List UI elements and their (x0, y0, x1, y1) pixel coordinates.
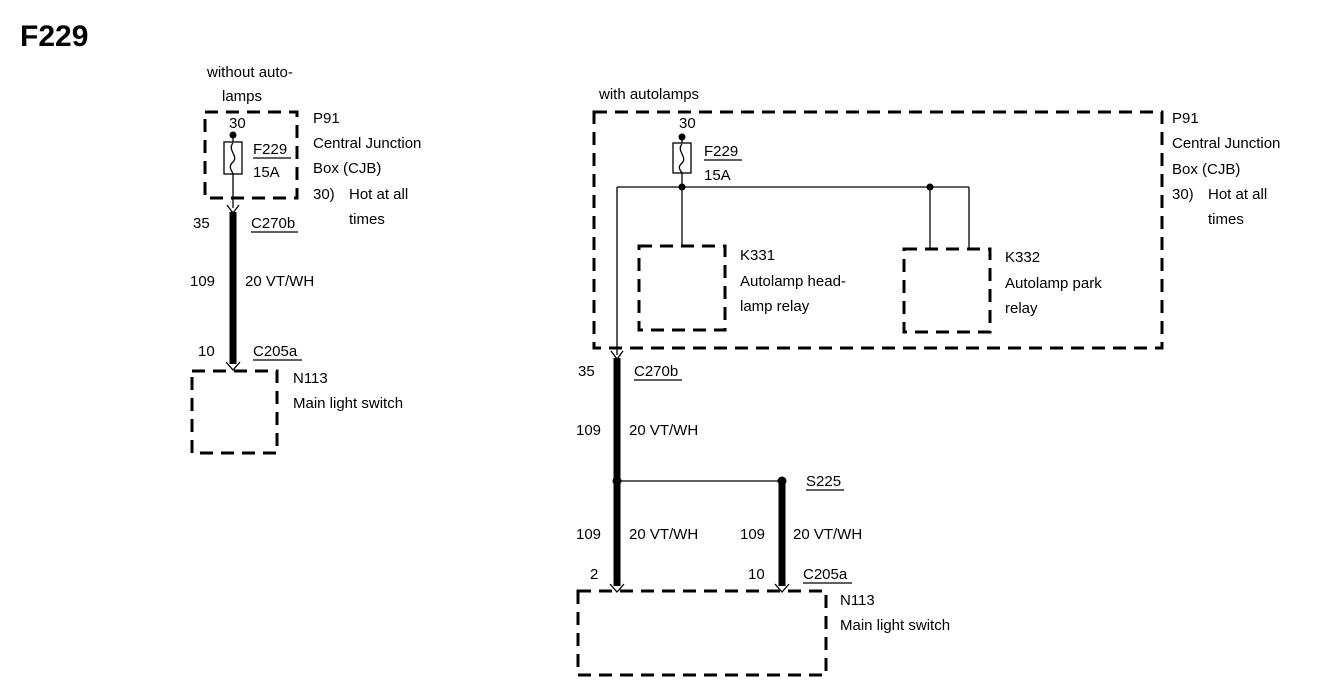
right-fuse-element-icon (678, 143, 685, 174)
right-branch2-wire: 20 VT/WH (793, 526, 862, 543)
left-c205a-connector-icon (225, 361, 241, 371)
left-circuit-wire: 20 VT/WH (245, 273, 314, 290)
right-cjb-id: P91 (1172, 110, 1199, 127)
left-circuit-num: 109 (190, 273, 215, 290)
right-fuse-pin: 30 (679, 115, 696, 132)
left-fuse-rating: 15A (253, 164, 280, 181)
page-title: F229 (20, 20, 88, 53)
right-circuit-num: 109 (576, 422, 601, 439)
left-fuse-body (223, 141, 243, 175)
right-fuse-name: F229 (704, 143, 738, 160)
left-cjb-note-line2: times (349, 211, 385, 228)
k332-line2: relay (1005, 300, 1038, 317)
right-c205a-pin-a: 2 (590, 566, 598, 583)
left-variant-label-line1: without auto- (206, 64, 293, 81)
left-cjb-line2: Box (CJB) (313, 160, 381, 177)
right-branch1-num: 109 (576, 526, 601, 543)
left-c270b-name: C270b (251, 215, 295, 232)
right-cjb-note-pin: 30) (1172, 186, 1194, 203)
left-cjb-line1: Central Junction (313, 135, 421, 152)
left-cjb-note-pin: 30) (313, 186, 335, 203)
right-fuse-body (672, 142, 692, 174)
left-fuse-pin: 30 (229, 115, 246, 132)
right-c205a-connector-icon-a (609, 583, 625, 593)
left-switch-name: Main light switch (293, 395, 403, 412)
left-cjb-note-line1: Hot at all (349, 186, 408, 203)
left-circuit-without-autolamps: without auto- lamps 30 F229 15A P91 Cent… (190, 64, 421, 455)
left-fuse-element-icon (229, 142, 236, 175)
right-variant-label: with autolamps (598, 86, 699, 103)
left-c270b-pin: 35 (193, 215, 210, 232)
right-branch2-num: 109 (740, 526, 765, 543)
right-cjb-line1: Central Junction (1172, 135, 1280, 152)
right-c205a-pin-b: 10 (748, 566, 765, 583)
left-cjb-box (203, 110, 299, 200)
right-circuit-with-autolamps: with autolamps 30 F229 15A K331 Autolamp… (576, 86, 1280, 677)
right-cjb-note-line1: Hot at all (1208, 186, 1267, 203)
right-cjb-box (592, 110, 1164, 350)
left-switch-id: N113 (293, 370, 328, 387)
left-c205a-name: C205a (253, 343, 298, 360)
k332-relay-box (902, 247, 992, 334)
left-c205a-pin: 10 (198, 343, 215, 360)
k331-line1: Autolamp head- (740, 273, 846, 290)
k332-line1: Autolamp park (1005, 275, 1102, 292)
right-c270b-pin: 35 (578, 363, 595, 380)
right-c205a-name: C205a (803, 566, 848, 583)
k332-id: K332 (1005, 249, 1040, 266)
right-cjb-note-line2: times (1208, 211, 1244, 228)
left-variant-label-line2: lamps (222, 88, 262, 105)
right-fuse-rating: 15A (704, 167, 731, 184)
right-cjb-line2: Box (CJB) (1172, 161, 1240, 178)
k331-id: K331 (740, 247, 775, 264)
right-switch-id: N113 (840, 592, 875, 609)
left-main-light-switch-box (190, 369, 279, 455)
right-c270b-name: C270b (634, 363, 678, 380)
s225-name: S225 (806, 473, 841, 490)
right-circuit-wire: 20 VT/WH (629, 422, 698, 439)
k331-line2: lamp relay (740, 298, 810, 315)
right-main-light-switch-box (576, 589, 828, 677)
left-fuse-name: F229 (253, 141, 287, 158)
right-branch1-wire: 20 VT/WH (629, 526, 698, 543)
left-cjb-id: P91 (313, 110, 340, 127)
right-c205a-connector-icon-b (774, 583, 790, 593)
right-switch-name: Main light switch (840, 617, 950, 634)
k331-relay-box (637, 244, 727, 332)
